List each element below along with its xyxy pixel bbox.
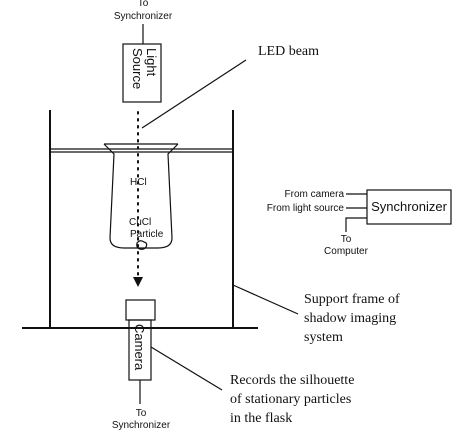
records-label-line2: of stationary particles	[230, 392, 351, 407]
led-beam-leader-line	[141, 59, 247, 129]
records-leader-line	[150, 346, 223, 391]
from-camera-label: From camera	[285, 189, 345, 200]
records-label-line3: in the flask	[230, 411, 292, 426]
to-computer-label-line2: Computer	[324, 246, 369, 257]
synchronizer-label: Synchronizer	[371, 199, 448, 214]
camera-label: Camera	[132, 324, 147, 371]
cucl-particle	[136, 240, 148, 250]
synchronizer-box	[366, 189, 452, 225]
led-beam-label: LED beam	[258, 44, 319, 59]
camera-mount	[125, 299, 156, 321]
light-source-box	[122, 43, 162, 103]
to-synchronizer-top-line2: Synchronizer	[114, 11, 173, 22]
led-beam-arrowhead	[133, 277, 143, 287]
support-frame-label-line1: Support frame of	[304, 292, 400, 307]
light-source-label-line2: Source	[130, 48, 145, 89]
from-light-source-label: From light source	[267, 203, 345, 214]
to-synchronizer-bottom-line2: Synchronizer	[112, 420, 171, 431]
to-synchronizer-top-line1: To	[138, 0, 149, 9]
support-frame-label-line3: system	[304, 330, 343, 345]
support-frame-leader-line	[232, 284, 299, 315]
to-synchronizer-bottom-line1: To	[136, 408, 147, 419]
light-source-label-line1: Light	[144, 48, 159, 77]
flask	[103, 143, 179, 249]
to-computer-wire	[345, 217, 367, 232]
records-label-line1: Records the silhouette	[230, 373, 354, 388]
to-computer-label-line1: To	[341, 234, 352, 245]
cucl-label-line1: CuCl	[129, 217, 151, 228]
cucl-label-line2: Particle	[130, 229, 164, 240]
support-frame-label-line2: shadow imaging	[304, 311, 396, 326]
